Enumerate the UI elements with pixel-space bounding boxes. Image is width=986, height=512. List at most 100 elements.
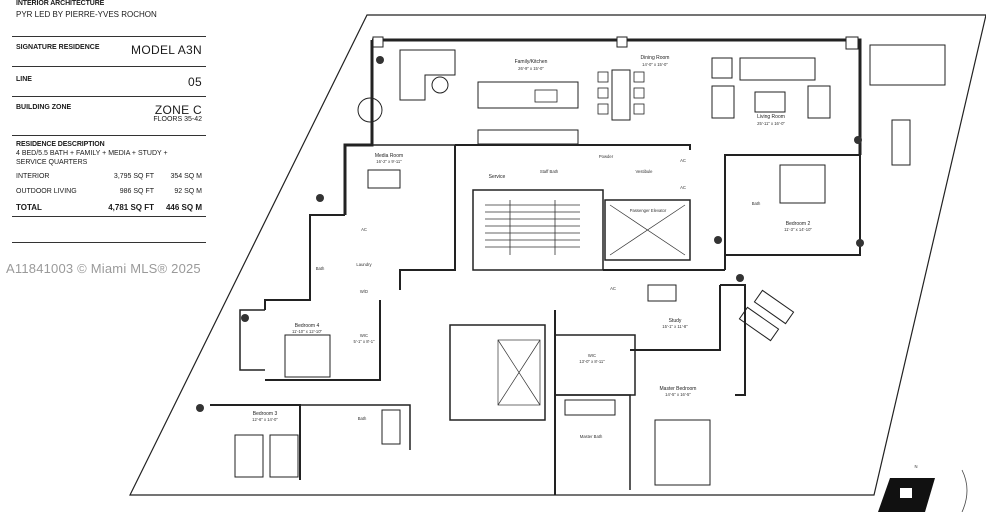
wall xyxy=(725,155,861,256)
area-sqm: 92 SQ M xyxy=(174,188,202,195)
divider xyxy=(12,96,206,97)
exterior-wall xyxy=(372,38,862,155)
room-dimension: 26'-9" x 15'-0" xyxy=(518,66,544,71)
room-label: Family/Kitchen xyxy=(515,59,548,65)
wall xyxy=(265,300,381,381)
divider xyxy=(12,135,206,136)
description-line: 4 BED/5.5 BATH + FAMILY + MEDIA + STUDY … xyxy=(16,150,168,157)
wall xyxy=(455,144,691,150)
divider xyxy=(12,66,206,67)
bathtub xyxy=(564,399,616,416)
room-dimension: 14'-0" x 15'-0" xyxy=(642,62,668,67)
room-dimension: 5'-1" x 8'-1" xyxy=(353,339,375,344)
side-table xyxy=(431,76,449,94)
room-label: Bath xyxy=(316,266,325,271)
wall xyxy=(343,40,374,215)
column xyxy=(372,36,384,48)
room-label: Living Room xyxy=(757,114,785,120)
stair-treads xyxy=(485,200,580,255)
room-label: AC xyxy=(680,158,686,163)
room-dimension: 14'-5" x 16'-5" xyxy=(665,392,691,397)
bed xyxy=(234,434,264,478)
total-label: TOTAL xyxy=(16,203,42,212)
floors-value: FLOORS 35-42 xyxy=(153,116,202,123)
signature-value: MODEL A3N xyxy=(131,43,202,57)
building-outline xyxy=(129,14,986,496)
room-label: Bedroom 3 xyxy=(253,411,278,417)
room-label: Bath xyxy=(752,201,761,206)
wall xyxy=(264,214,345,310)
room-label: WIC xyxy=(360,333,368,338)
cooktop xyxy=(534,89,558,103)
outdoor-sofa xyxy=(869,44,946,86)
room-label: Laundry xyxy=(356,262,372,267)
bathtub xyxy=(381,409,401,445)
description-heading: RESIDENCE DESCRIPTION xyxy=(16,141,105,148)
total-sqm: 446 SQ M xyxy=(165,203,202,212)
armchair xyxy=(711,57,733,79)
wall xyxy=(630,285,721,351)
wall xyxy=(555,394,631,490)
elevator-shaft xyxy=(604,199,691,261)
room-label: AC xyxy=(361,227,367,232)
dining-table xyxy=(611,69,631,121)
sectional-sofa xyxy=(399,49,456,101)
elevator-shaft xyxy=(449,324,546,421)
zone-label: BUILDING ZONE xyxy=(16,104,72,111)
room-dimension: 11'-10" x 12'-10" xyxy=(292,329,323,334)
stair-core xyxy=(472,189,604,271)
zone-value: ZONE C xyxy=(154,103,202,117)
sofa xyxy=(739,57,816,81)
room-label: WIC xyxy=(588,353,596,358)
wall xyxy=(210,404,301,480)
room-label: Passenger Elevator xyxy=(630,208,667,213)
room-label: Service xyxy=(489,174,506,180)
room-label: Bedroom 2 xyxy=(786,221,811,227)
room-label: AC xyxy=(610,286,616,291)
outdoor-table xyxy=(891,119,911,166)
room-label: Bath xyxy=(358,416,367,421)
coffee-table xyxy=(754,91,786,113)
kitchen-counter xyxy=(477,129,579,145)
line-value: 05 xyxy=(188,75,202,89)
watermark: A11841003 © Miami MLS® 2025 xyxy=(6,261,201,276)
bed xyxy=(284,334,331,378)
room-label: Master Bath xyxy=(580,434,603,439)
room-dimension: 15'-1" x 11'-8" xyxy=(662,324,688,329)
room-label: AC xyxy=(680,185,686,190)
bed xyxy=(654,419,711,486)
desk xyxy=(647,284,677,302)
area-sqft: 3,795 SQ FT xyxy=(113,173,154,180)
wall xyxy=(724,154,860,270)
elevator-cross xyxy=(497,204,686,406)
column xyxy=(845,36,859,50)
room-label: Staff Bath xyxy=(540,169,559,174)
media-sofa xyxy=(367,169,401,189)
residence-description: RESIDENCE DESCRIPTION 4 BED/5.5 BATH + F… xyxy=(16,140,206,167)
divider xyxy=(12,36,206,37)
room-label: Powder xyxy=(599,154,614,159)
info-panel: INTERIOR ARCHITECTURE PYR LED BY PIERRE-… xyxy=(0,0,210,512)
dining-chairs xyxy=(597,71,645,115)
section-heading: INTERIOR ARCHITECTURE xyxy=(16,0,105,7)
designer-credit: PYR LED BY PIERRE-YVES ROCHON xyxy=(16,10,157,19)
room-label: Bedroom 4 xyxy=(295,323,320,329)
wall xyxy=(399,145,456,290)
room-dimension: 11'-3" x 14'-10" xyxy=(784,227,812,232)
round-table xyxy=(357,97,383,123)
bed xyxy=(269,434,299,478)
plant-icon xyxy=(196,56,864,412)
wall xyxy=(555,334,636,396)
description-line: SERVICE QUARTERS xyxy=(16,159,88,166)
room-dimension: 16'-2" x 9'-11" xyxy=(376,159,402,164)
column xyxy=(616,36,628,48)
sun-loungers xyxy=(738,289,795,342)
kitchen-island xyxy=(477,81,579,109)
north-arrow-notch xyxy=(900,488,912,498)
divider xyxy=(12,242,206,243)
room-dimension: 25'-11" x 16'-0" xyxy=(757,121,785,126)
room-dimension: 12'-6" x 14'-0" xyxy=(252,417,278,422)
wall xyxy=(720,284,746,396)
compass-arc xyxy=(961,469,968,512)
